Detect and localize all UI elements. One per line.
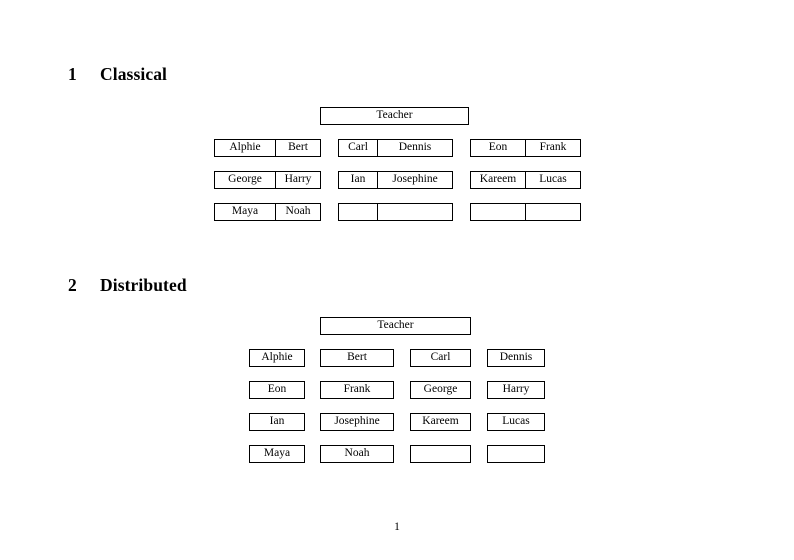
section-title: Classical [100,64,168,84]
teacher-box-distributed: Teacher [320,317,471,335]
student-cell: Kareem [471,172,526,188]
student-box: Harry [487,381,545,399]
student-cell: Frank [539,141,567,154]
student-box: Lucas [487,413,545,431]
student-cell: Ian [339,172,378,188]
student-cell-empty [339,204,378,220]
section-number: 1 [68,64,77,84]
student-box: Frank [320,381,394,399]
student-row: Kareem Lucas [470,171,581,189]
student-box-empty [410,445,471,463]
student-box: Carl [410,349,471,367]
student-row [470,203,581,221]
student-box: Maya [249,445,305,463]
student-box: Bert [320,349,394,367]
student-row: Ian Josephine [338,171,453,189]
student-row [338,203,453,221]
section-number: 2 [68,275,77,295]
page-number: 1 [394,521,400,533]
student-cell: Josephine [392,173,438,186]
teacher-box-classical: Teacher [320,107,469,125]
student-row: Carl Dennis [338,139,453,157]
student-row: Alphie Bert [214,139,321,157]
student-box: Josephine [320,413,394,431]
student-cell: Lucas [539,173,567,186]
student-cell: Bert [288,141,308,154]
student-box: Kareem [410,413,471,431]
student-cell-empty [526,204,580,220]
student-box: George [410,381,471,399]
student-box: Eon [249,381,305,399]
student-cell: Alphie [215,140,276,156]
student-cell: Harry [284,173,312,186]
student-cell-empty [471,204,526,220]
section-heading-classical: 1 Classical [68,64,167,85]
student-cell-empty [378,204,452,220]
section-heading-distributed: 2 Distributed [68,275,187,296]
student-row: Eon Frank [470,139,581,157]
student-cell: Dennis [398,141,432,154]
student-box: Ian [249,413,305,431]
student-cell: Eon [471,140,526,156]
student-box: Noah [320,445,394,463]
student-row: George Harry [214,171,321,189]
section-title: Distributed [100,275,187,295]
student-box: Alphie [249,349,305,367]
student-cell: Carl [339,140,378,156]
student-row: Maya Noah [214,203,321,221]
student-cell: Maya [215,204,276,220]
student-box: Dennis [487,349,545,367]
student-cell: George [215,172,276,188]
student-box-empty [487,445,545,463]
student-cell: Noah [285,205,311,218]
